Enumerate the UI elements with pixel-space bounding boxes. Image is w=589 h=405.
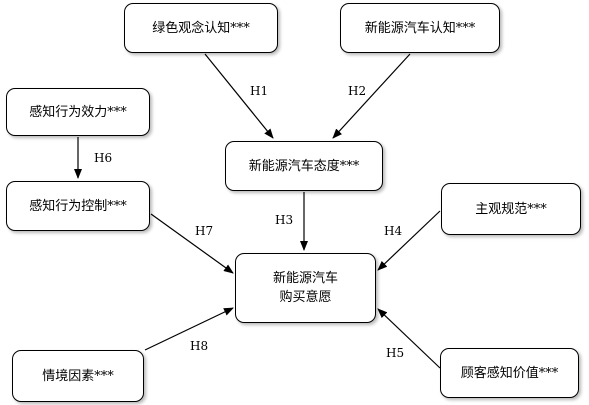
label-h2: H2 [348,84,366,98]
node-nev-attitude: 新能源汽车态度*** [225,141,383,191]
node-subjective-norm-label: 主观规范*** [475,201,547,217]
node-perceived-efficacy-label: 感知行为效力*** [29,104,127,120]
arrow-h5 [377,308,441,369]
node-perceived-control: 感知行为控制*** [6,181,150,231]
label-h7: H7 [195,224,213,238]
arrow-h8 [144,307,234,351]
node-green-cognition: 绿色观念认知*** [124,3,278,53]
arrow-h1 [204,53,274,139]
node-nev-cognition: 新能源汽车认知*** [340,3,500,53]
node-purchase-intention-line2: 购买意愿 [279,290,332,305]
label-h3: H3 [275,213,293,227]
arrow-h7 [150,213,234,274]
node-situational-factors-label: 情境因素*** [42,368,114,384]
arrow-h2 [332,53,411,139]
node-customer-value: 顾客感知价值*** [440,348,579,398]
node-situational-factors: 情境因素*** [12,350,144,402]
node-perceived-control-label: 感知行为控制*** [29,198,127,214]
node-green-cognition-label: 绿色观念认知*** [152,20,250,36]
label-h1: H1 [250,84,268,98]
node-subjective-norm: 主观规范*** [441,183,581,235]
node-nev-cognition-label: 新能源汽车认知*** [364,20,476,36]
node-purchase-intention: 新能源汽车 购买意愿 [235,253,376,323]
node-perceived-efficacy: 感知行为效力*** [6,88,150,136]
node-nev-attitude-label: 新能源汽车态度*** [248,158,360,174]
label-h5: H5 [386,346,404,360]
label-h6: H6 [94,151,112,165]
node-purchase-intention-line1: 新能源汽车 [272,271,338,286]
arrow-h4 [377,210,441,271]
label-h4: H4 [384,224,402,238]
node-customer-value-label: 顾客感知价值*** [460,365,559,381]
label-h8: H8 [190,339,208,353]
